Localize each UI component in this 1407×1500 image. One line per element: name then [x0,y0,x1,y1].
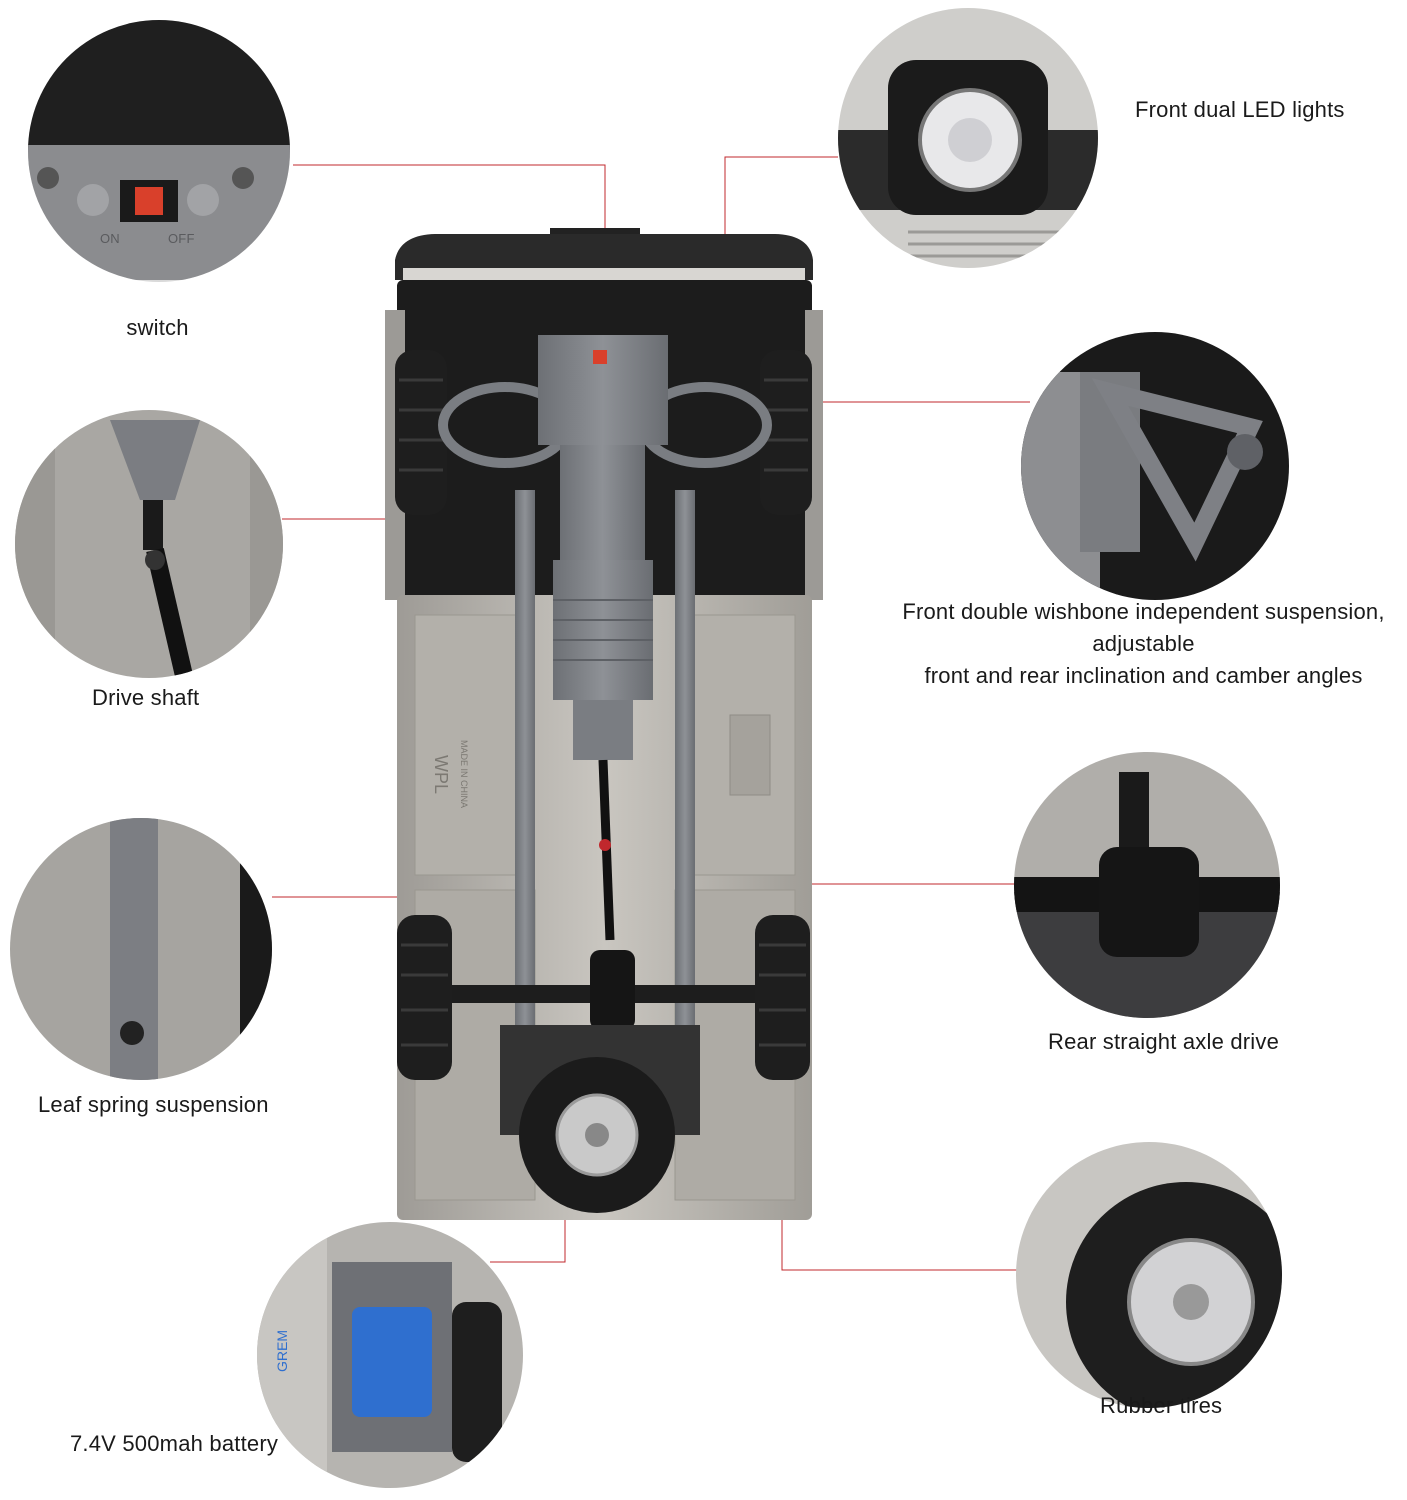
vignette-leaf-spring [10,815,272,1083]
switch-toggle [135,187,163,215]
vignette-tires [1016,1142,1282,1408]
vignette-front-lights [838,0,1098,275]
switch-marker [593,350,607,364]
motor-mount [560,445,645,565]
drive-shaft-detail [146,547,194,678]
label-suspension: Front double wishbone independent suspen… [880,596,1407,692]
label-battery: 7.4V 500mah battery [70,1431,279,1456]
right-frame-rail [675,490,695,1070]
left-frame-rail [515,490,535,1070]
chassis-made-in-text: MADE IN CHINA [459,740,469,808]
vignette-drive-shaft [15,410,283,678]
label-drive-shaft: Drive shaft [92,685,200,710]
label-suspension-line1: Front double wishbone independent suspen… [902,599,1385,656]
differential-housing [1099,847,1199,957]
label-switch: switch [126,315,189,340]
rear-left-tire [397,915,452,1080]
label-axle: Rear straight axle drive [1048,1029,1280,1054]
car-underside-illustration: WPL MADE IN CHINA [375,220,835,1240]
motor-body [553,560,653,700]
vignette-suspension [1020,332,1290,600]
label-leaf-spring: Leaf spring suspension [38,1092,269,1117]
battery-pack [352,1307,432,1417]
label-front-lights: Front dual LED lights [1135,97,1345,122]
rear-right-tire [755,915,810,1080]
chassis-brand-text: WPL [431,755,451,794]
switch-off-text: OFF [168,231,195,246]
vignette-switch: ON OFF [28,20,290,282]
front-right-tire [760,350,812,515]
vignette-battery: GREM [257,1222,523,1488]
front-left-tire [395,350,447,515]
motor-end [573,700,633,760]
differential [590,950,635,1030]
wishbone-arm [1091,378,1263,562]
label-suspension-line2: front and rear inclination and camber an… [924,662,1363,688]
vignette-rear-axle [1014,752,1280,1018]
battery-brand-text: GREM [274,1330,290,1372]
switch-on-text: ON [100,231,120,246]
label-tires: Rubber tires [1100,1393,1223,1418]
gearbox-output [110,420,200,500]
